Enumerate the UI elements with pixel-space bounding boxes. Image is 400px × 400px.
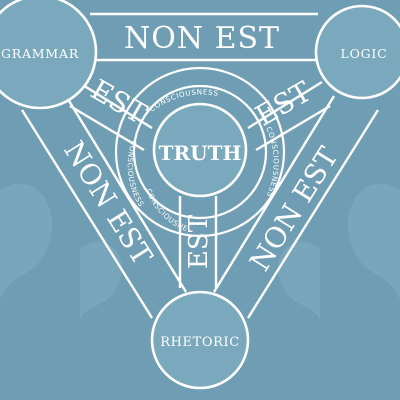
est-bottom-label: EST	[184, 214, 214, 269]
background-decoration	[0, 183, 400, 320]
rhetoric-circle	[150, 290, 250, 390]
consciousness-ring-inner	[132, 84, 268, 220]
truth-label: TRUTH	[159, 141, 242, 165]
logic-circle	[314, 4, 400, 100]
logic-label: LOGIC	[340, 46, 387, 61]
inner-spokes	[69, 80, 331, 288]
truth-circle	[152, 102, 248, 198]
non-est-top-label: NON EST	[124, 21, 280, 56]
grammar-label: GRAMMAR	[1, 46, 79, 61]
grammar-circle	[0, 0, 98, 110]
consciousness-ring-outer	[114, 66, 286, 238]
rhetoric-label: RHETORIC	[160, 335, 240, 350]
